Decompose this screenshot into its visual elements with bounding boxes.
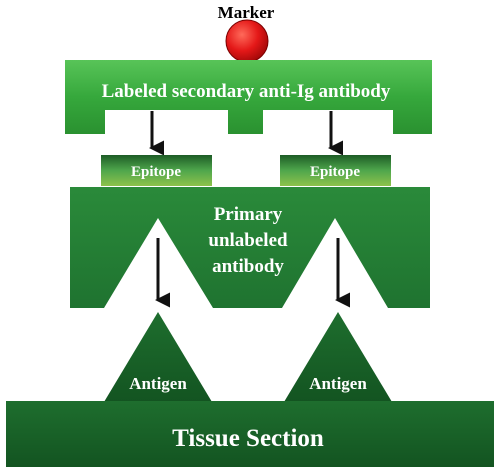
marker-circle [225,19,269,63]
epitope-right [280,155,391,186]
secondary-antibody-label: Labeled secondary anti-Ig antibody [102,81,391,102]
antigen-left-label: Antigen [129,374,187,393]
primary-antibody-shape [70,187,430,308]
tissue-section [6,401,494,467]
primary-antibody-label-line-3: antibody [212,256,284,277]
primary-antibody-label-line-2: unlabeled [208,230,288,251]
antigen-right-shape [284,312,392,402]
epitope-left [101,155,212,186]
epitope-right-label: Epitope [310,164,360,180]
tissue-section-label: Tissue Section [172,425,324,452]
secondary-antibody-shape [65,60,432,134]
epitope-left-label: Epitope [131,164,181,180]
antigen-right-label: Antigen [309,374,367,393]
primary-antibody-label-line-1: Primary [214,204,283,225]
marker-label: Marker [218,3,275,22]
antigen-left-shape [104,312,212,402]
